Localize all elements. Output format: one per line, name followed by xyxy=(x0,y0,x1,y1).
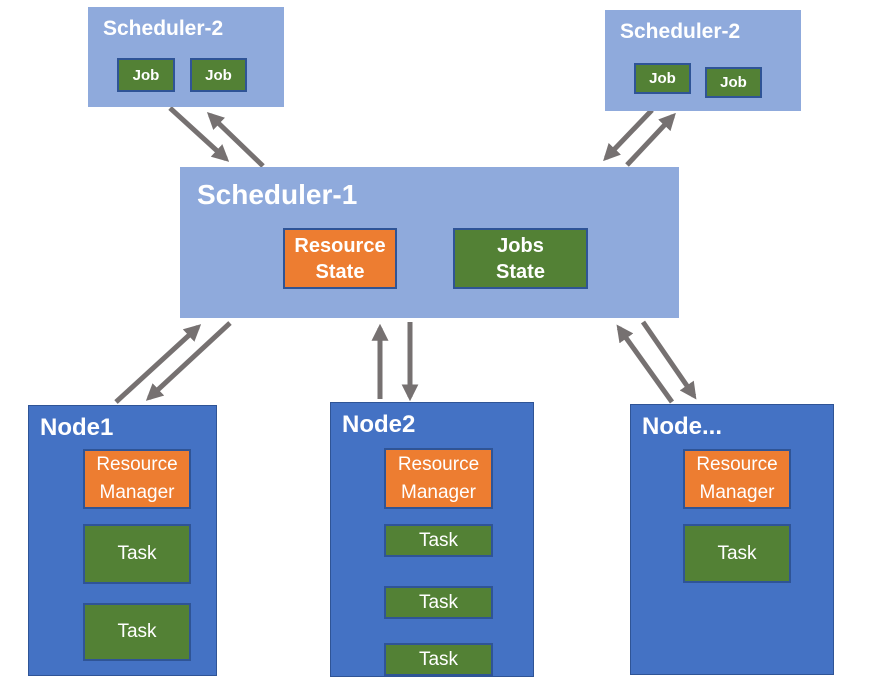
resource-manager-box: Resource Manager xyxy=(683,449,791,509)
task-box: Task xyxy=(384,643,493,676)
node1-box: Node1 Resource Manager Task Task xyxy=(28,405,217,676)
job-box: Job xyxy=(705,67,762,98)
arrow-scheduler2right-to-scheduler1 xyxy=(603,108,654,162)
node3-box: Node... Resource Manager Task xyxy=(630,404,834,675)
task-label: Task xyxy=(418,529,459,551)
arrow-scheduler2left-to-scheduler1 xyxy=(168,106,230,162)
job-box: Job xyxy=(190,58,247,92)
resource-manager-label-line2: Manager xyxy=(401,481,476,503)
resource-state-label-line1: Resource xyxy=(294,234,386,257)
job-label: Job xyxy=(132,66,160,84)
job-box: Job xyxy=(634,63,691,94)
scheduler2-right-box: Scheduler-2 Job Job xyxy=(605,10,801,111)
task-box: Task xyxy=(83,603,191,661)
resource-state-label-line2: State xyxy=(315,260,365,283)
node2-box: Node2 Resource Manager Task Task Task xyxy=(330,402,534,677)
resource-manager-box: Resource Manager xyxy=(83,449,191,509)
scheduler2-left-title: Scheduler-2 xyxy=(103,17,224,40)
arrow-scheduler1-to-scheduler2left xyxy=(206,112,265,168)
task-label: Task xyxy=(117,543,157,564)
jobs-state-label-line2: State xyxy=(496,260,545,283)
resource-state-box: Resource State xyxy=(283,228,397,289)
resource-manager-label-line2: Manager xyxy=(99,482,175,503)
task-box: Task xyxy=(384,586,493,619)
task-box: Task xyxy=(83,524,191,584)
resource-manager-label-line1: Resource xyxy=(696,454,778,475)
scheduler1-title: Scheduler-1 xyxy=(197,179,358,210)
arrow-scheduler1-to-node1 xyxy=(145,321,232,401)
task-label: Task xyxy=(117,621,157,642)
task-box: Task xyxy=(384,524,493,557)
job-box: Job xyxy=(117,58,175,92)
arrow-node1-to-scheduler1 xyxy=(114,324,202,404)
arrow-node3-to-scheduler1 xyxy=(616,324,675,404)
task-label: Task xyxy=(717,542,757,564)
job-label: Job xyxy=(720,74,747,91)
resource-manager-label-line2: Manager xyxy=(699,482,775,503)
scheduler2-left-box: Scheduler-2 Job Job xyxy=(88,7,284,107)
job-label: Job xyxy=(205,66,232,84)
task-label: Task xyxy=(418,591,459,613)
task-box: Task xyxy=(683,524,791,583)
jobs-state-box: Jobs State xyxy=(453,228,588,289)
job-label: Job xyxy=(649,70,676,87)
scheduler2-right-title: Scheduler-2 xyxy=(620,20,741,43)
jobs-state-label-line1: Jobs xyxy=(497,234,544,257)
arrow-scheduler1-to-scheduler2right xyxy=(625,112,676,167)
arrow-scheduler1-to-node3 xyxy=(640,320,697,400)
resource-manager-box: Resource Manager xyxy=(384,448,493,509)
node2-title: Node2 xyxy=(342,411,416,438)
task-label: Task xyxy=(418,648,459,670)
scheduler1-box: Scheduler-1 Resource State Jobs State xyxy=(180,167,679,318)
resource-manager-label-line1: Resource xyxy=(397,453,480,475)
node1-title: Node1 xyxy=(40,414,114,441)
node3-title: Node... xyxy=(642,413,723,440)
resource-manager-label-line1: Resource xyxy=(96,454,178,475)
